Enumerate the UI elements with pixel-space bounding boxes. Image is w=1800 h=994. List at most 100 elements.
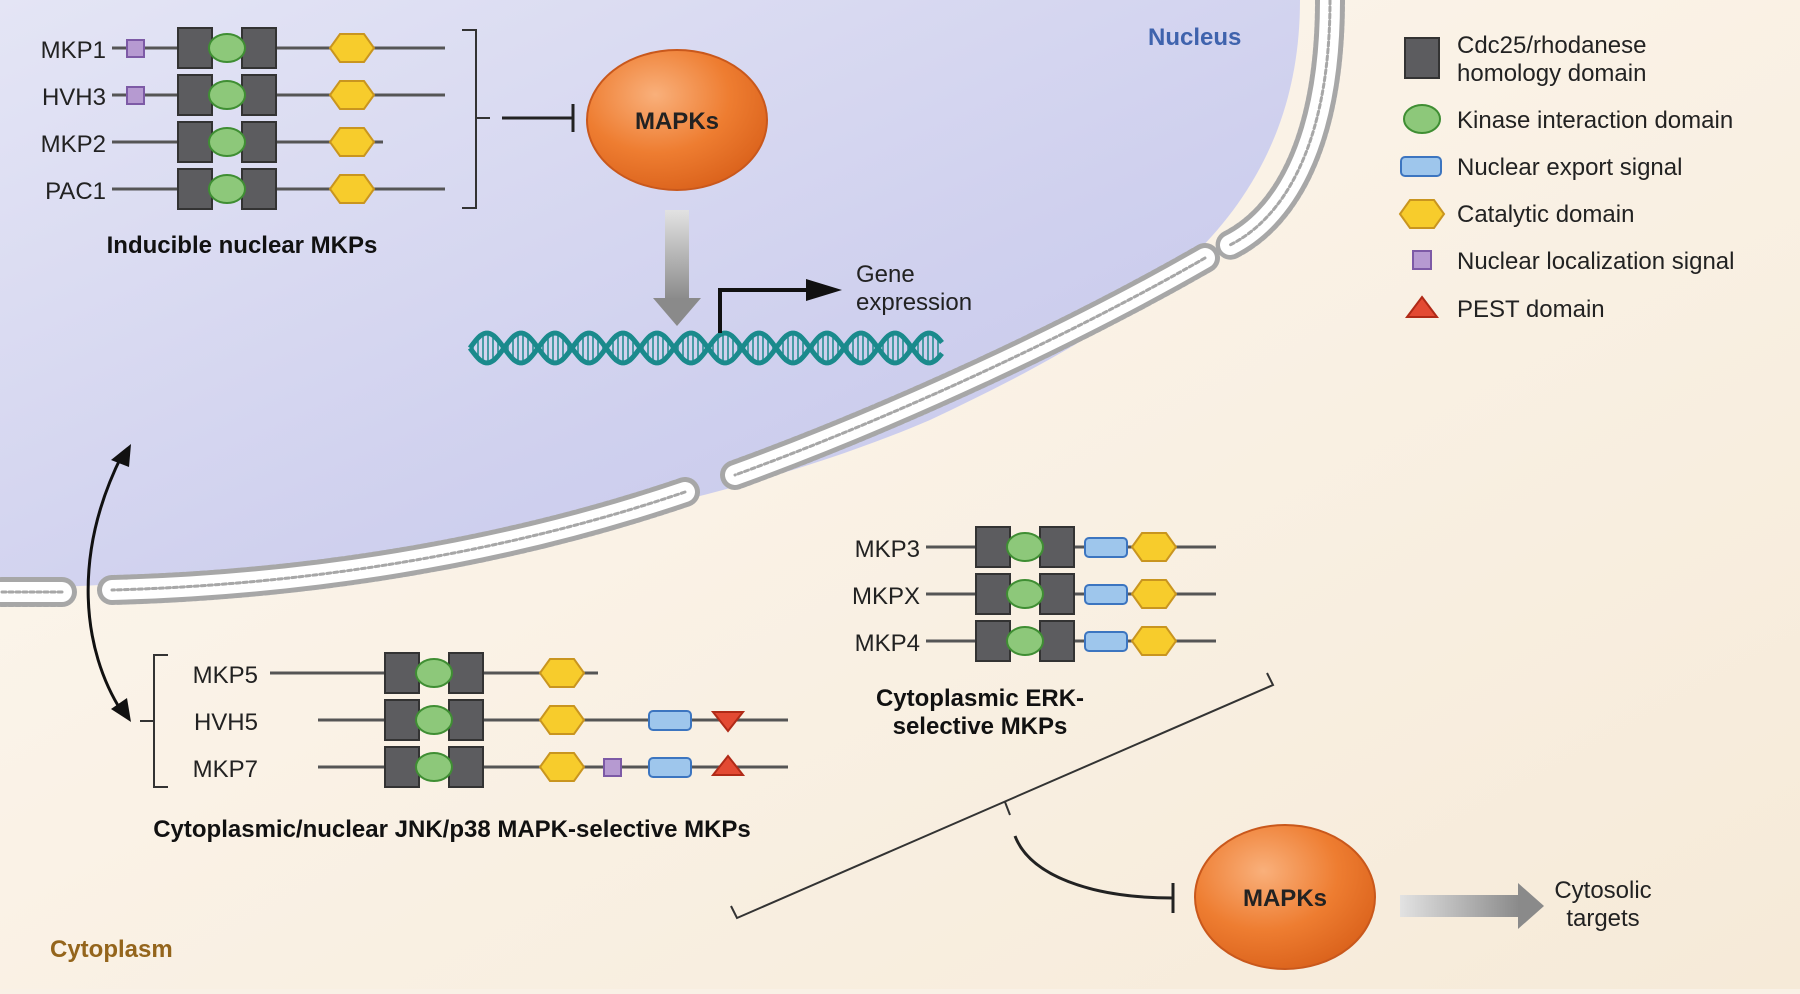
gene-expression-label-line1: Gene xyxy=(856,261,915,288)
cdc25-domain xyxy=(241,27,277,69)
jnk-group-bracket xyxy=(140,654,168,788)
nls-domain xyxy=(603,758,622,777)
kinase-interaction-domain xyxy=(1006,626,1044,656)
cytoplasmic-bracket xyxy=(730,672,1275,920)
gene-expression-arrow xyxy=(718,288,810,333)
erk-group-title-line1: Cytoplasmic ERK- xyxy=(876,685,1084,712)
kinase-interaction-domain xyxy=(208,127,246,157)
catalytic-domain xyxy=(1130,532,1178,562)
kinase-interaction-domain xyxy=(208,80,246,110)
nuclear-group-bracket xyxy=(462,29,490,209)
legend-nls-label: Nuclear localization signal xyxy=(1457,248,1734,275)
nuclear-export-signal xyxy=(1084,537,1128,558)
mapk-nuclear-label: MAPKs xyxy=(635,108,719,135)
jnk-group-title: Cytoplasmic/nuclear JNK/p38 MAPK-selecti… xyxy=(153,816,751,843)
legend-cdc25-label-line2: homology domain xyxy=(1457,60,1646,87)
legend-nes-label: Nuclear export signal xyxy=(1457,154,1682,181)
legend: Cdc25/rhodanese homology domain Kinase i… xyxy=(1398,32,1734,323)
cdc25-domain xyxy=(177,74,213,116)
cdc25-domain xyxy=(975,573,1011,615)
legend-cat-icon xyxy=(1398,199,1446,229)
cdc25-domain xyxy=(177,121,213,163)
nuclear-export-signal xyxy=(648,757,692,778)
cdc25-domain xyxy=(384,652,420,694)
cdc25-domain xyxy=(1039,526,1075,568)
catalytic-domain xyxy=(328,127,376,157)
cdc25-domain xyxy=(241,168,277,210)
cdc25-domain xyxy=(448,746,484,788)
cdc25-domain xyxy=(975,620,1011,662)
erk-group-title-line2: selective MKPs xyxy=(893,713,1068,740)
protein-label-mkp2: MKP2 xyxy=(41,131,106,158)
mapk-nuclear-node xyxy=(586,49,768,191)
catalytic-domain xyxy=(328,174,376,204)
kinase-interaction-domain xyxy=(1006,579,1044,609)
nuclear-envelope xyxy=(0,0,1345,607)
catalytic-domain xyxy=(538,705,586,735)
protein-label-mkp5: MKP5 xyxy=(193,662,258,689)
protein-label-mkp4: MKP4 xyxy=(855,630,920,657)
legend-kim-label: Kinase interaction domain xyxy=(1457,107,1733,134)
protein-label-hvh3: HVH3 xyxy=(42,84,106,111)
legend-cdc25-label-line1: Cdc25/rhodanese xyxy=(1457,32,1646,59)
legend-cat-label: Catalytic domain xyxy=(1457,201,1634,228)
nuclear-export-signal xyxy=(1084,631,1128,652)
protein-label-mkpx: MKPX xyxy=(852,583,920,610)
cdc25-domain xyxy=(384,746,420,788)
nuclear-export-signal xyxy=(1084,584,1128,605)
cytosolic-inhibition-arrow xyxy=(1013,835,1175,913)
protein-label-mkp7: MKP7 xyxy=(193,756,258,783)
nucleus-region xyxy=(0,0,1300,590)
cdc25-domain xyxy=(241,121,277,163)
gene-expression-label-line2: expression xyxy=(856,289,972,316)
kinase-interaction-domain xyxy=(208,33,246,63)
nls-domain xyxy=(126,86,145,105)
kinase-interaction-domain xyxy=(1006,532,1044,562)
kinase-interaction-domain xyxy=(415,705,453,735)
nuclear-inhibition-arrow xyxy=(502,104,575,132)
catalytic-domain xyxy=(538,752,586,782)
legend-pest-label: PEST domain xyxy=(1457,296,1605,323)
legend-cdc25-icon xyxy=(1404,37,1440,79)
cytoplasm-label: Cytoplasm xyxy=(50,936,173,963)
legend-nls-icon xyxy=(1412,250,1432,270)
nuclear-mkp-group: MKP1 HVH3 MKP2 PAC1 Inducible nuclear MK… xyxy=(41,27,490,259)
gene-expression-arrowhead xyxy=(806,279,842,301)
pest-domain xyxy=(710,711,746,733)
cdc25-domain xyxy=(384,699,420,741)
kinase-interaction-domain xyxy=(208,174,246,204)
mapk-cytosolic-node xyxy=(1194,824,1376,970)
catalytic-domain xyxy=(1130,579,1178,609)
catalytic-domain xyxy=(328,80,376,110)
mapk-cytosolic-label: MAPKs xyxy=(1243,885,1327,912)
nuclear-export-signal xyxy=(648,710,692,731)
mapk-to-dna-arrow xyxy=(653,210,701,326)
catalytic-domain xyxy=(1130,626,1178,656)
kinase-interaction-domain xyxy=(415,658,453,688)
legend-pest-icon xyxy=(1405,295,1439,318)
cdc25-domain xyxy=(975,526,1011,568)
erk-mkp-group: MKP3 MKPX MKP4 Cytoplasmic ERK- selectiv… xyxy=(852,526,1216,740)
shuttling-arrowhead-bottom xyxy=(111,698,131,722)
pest-domain xyxy=(710,754,746,776)
shuttling-arrow xyxy=(86,454,124,713)
legend-nes-icon xyxy=(1400,156,1442,177)
catalytic-domain xyxy=(328,33,376,63)
cdc25-domain xyxy=(1039,620,1075,662)
protein-label-mkp1: MKP1 xyxy=(41,37,106,64)
jnk-mkp-group: MKP5 HVH5 MKP7 Cytoplasmic/nuclear JNK/p… xyxy=(140,652,788,843)
cdc25-domain xyxy=(1039,573,1075,615)
kinase-interaction-domain xyxy=(415,752,453,782)
protein-label-mkp3: MKP3 xyxy=(855,536,920,563)
cdc25-domain xyxy=(448,652,484,694)
cdc25-domain xyxy=(241,74,277,116)
cytosolic-targets-label-line1: Cytosolic xyxy=(1554,877,1651,904)
cdc25-domain xyxy=(177,27,213,69)
nucleus-label: Nucleus xyxy=(1148,24,1241,51)
protein-label-hvh5: HVH5 xyxy=(194,709,258,736)
protein-label-pac1: PAC1 xyxy=(45,178,106,205)
dna-helix xyxy=(467,330,944,366)
nls-domain xyxy=(126,39,145,58)
